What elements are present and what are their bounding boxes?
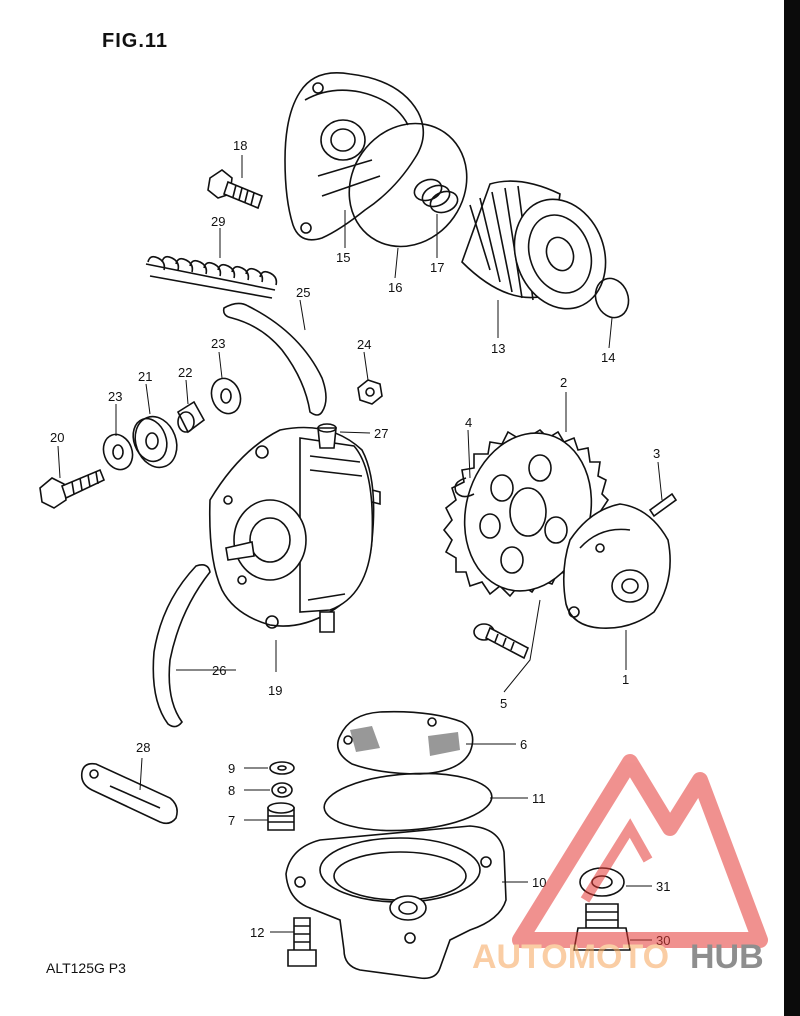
callout-4: 4	[465, 415, 472, 430]
bracket-28	[80, 762, 178, 825]
screw-7	[267, 802, 295, 831]
o-ring-11	[323, 772, 493, 832]
callout-3: 3	[653, 446, 660, 461]
oil-pan	[285, 825, 507, 980]
pump-body	[562, 503, 671, 629]
watermark-logo: AUTOMOTO HUB	[472, 754, 768, 976]
callout-23-lower: 23	[108, 389, 122, 404]
figure-title: FIG.11	[102, 30, 169, 52]
screw-5	[473, 623, 530, 660]
callout-18: 18	[233, 138, 247, 153]
washer-9	[269, 761, 295, 775]
ring-14	[594, 277, 630, 319]
callout-11: 11	[532, 791, 546, 806]
watermark-text-right: HUB	[690, 938, 764, 976]
callout-22: 22	[178, 365, 192, 380]
clip-4	[454, 477, 475, 498]
bolt-18	[207, 169, 263, 210]
callout-29: 29	[211, 214, 225, 229]
callout-27: 27	[374, 426, 388, 441]
o-ring-16	[348, 122, 468, 248]
spacer-22	[176, 400, 206, 434]
callout-1: 1	[622, 672, 629, 687]
callout-20: 20	[50, 430, 64, 445]
hose-26	[152, 564, 211, 728]
callout-10: 10	[532, 875, 546, 890]
callout-9: 9	[228, 761, 235, 776]
callout-23-upper: 23	[211, 336, 225, 351]
hose-25	[222, 302, 327, 416]
callout-28: 28	[136, 740, 150, 755]
callouts: 18 29 15 16 17 13 14 25 24 23 21 22 23 2…	[50, 138, 670, 948]
filter-cover	[284, 72, 425, 241]
bolt-12	[287, 917, 317, 967]
oil-strainer	[336, 710, 474, 775]
callout-16: 16	[388, 280, 402, 295]
callout-8: 8	[228, 783, 235, 798]
washer-8	[271, 782, 293, 798]
callout-13: 13	[491, 341, 505, 356]
figure-code: ALT125G P3	[46, 960, 126, 976]
fuel-pump	[208, 423, 381, 633]
pin-3	[648, 492, 678, 518]
callout-21: 21	[138, 369, 152, 384]
washer-23-upper	[210, 377, 242, 415]
oil-filter	[461, 180, 607, 310]
callout-17: 17	[430, 260, 444, 275]
callout-6: 6	[520, 737, 527, 752]
watermark-text-left: AUTOMOTO	[472, 938, 669, 976]
callout-25: 25	[296, 285, 310, 300]
callout-31: 31	[656, 879, 670, 894]
washer-23-lower	[102, 433, 134, 471]
callout-14: 14	[601, 350, 615, 365]
callout-15: 15	[336, 250, 350, 265]
callout-19: 19	[268, 683, 282, 698]
cushion-21	[132, 415, 178, 469]
nut-24	[357, 379, 383, 405]
bolt-20	[39, 468, 106, 509]
spring-17	[413, 178, 459, 214]
callout-26: 26	[212, 663, 226, 678]
callout-24: 24	[357, 337, 371, 352]
callout-2: 2	[560, 375, 567, 390]
coil-29	[145, 255, 278, 299]
callout-7: 7	[228, 813, 235, 828]
callout-5: 5	[500, 696, 507, 711]
right-border	[784, 0, 800, 1016]
callout-12: 12	[250, 925, 264, 940]
